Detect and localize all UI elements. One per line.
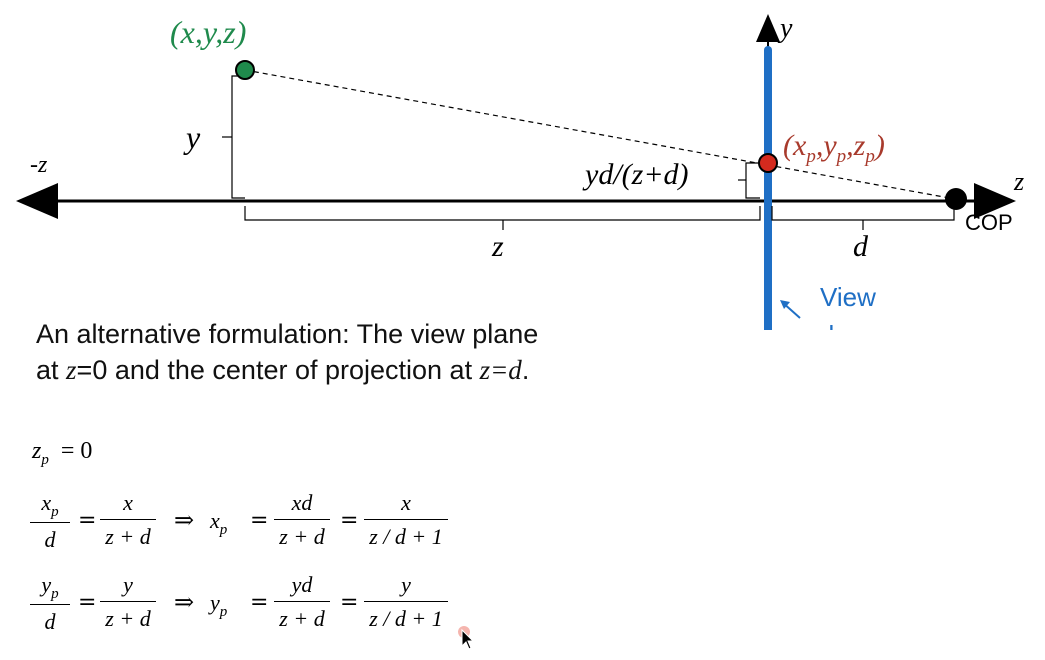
mouse-cursor-icon — [458, 626, 475, 650]
caption: An alternative formulation: The view pla… — [36, 316, 538, 388]
equation-yp: yp d = y z + d ⇒ yp = yd z + d = y z / d… — [30, 572, 470, 642]
xp-frac-2: x z + d — [100, 490, 156, 550]
d-distance-label: d — [853, 230, 869, 263]
projected-point-dot — [758, 153, 778, 173]
neg-z-label: -z — [30, 152, 48, 178]
y-height-bracket — [231, 75, 245, 199]
equation-zp: zp = 0 — [32, 438, 93, 468]
xp-frac-4: x z / d + 1 — [364, 490, 448, 550]
equation-xp: xp d = x z + d ⇒ xp = xd z + d = x z / d… — [30, 490, 470, 560]
yp-frac-4: y z / d + 1 — [364, 572, 448, 632]
yp-frac-3: yd z + d — [274, 572, 330, 632]
yp-frac-1: yp d — [30, 572, 70, 635]
point-xyz-label: (x,y,z) — [170, 14, 246, 50]
y-axis-label: y — [777, 13, 793, 44]
z-distance-bracket — [244, 206, 761, 221]
proj-height-bracket — [745, 162, 760, 199]
projector-line — [244, 69, 956, 200]
projection-diagram: (x,y,z) -z z y y yd/(z+d) z d COP View p… — [16, 13, 1024, 330]
z-axis-label: z — [1013, 167, 1024, 196]
y-height-label: y — [183, 119, 201, 155]
cop-label: COP — [965, 210, 1013, 235]
view-plane-label-line1: View — [820, 282, 876, 312]
z-distance-label: z — [491, 230, 504, 263]
view-plane-label-line2: plane — [814, 320, 878, 330]
point-xyz-dot — [235, 60, 255, 80]
proj-height-label: yd/(z+d) — [582, 158, 689, 191]
caption-line2: at z=0 and the center of projection at z… — [36, 355, 530, 385]
cop-dot — [945, 188, 967, 210]
yp-frac-2: y z + d — [100, 572, 156, 632]
xp-frac-3: xd z + d — [274, 490, 330, 550]
projected-point-label: (xp,yp,zp) — [783, 129, 885, 167]
xp-frac-1: xp d — [30, 490, 70, 553]
caption-line1: An alternative formulation: The view pla… — [36, 319, 539, 349]
d-distance-bracket — [771, 206, 955, 221]
